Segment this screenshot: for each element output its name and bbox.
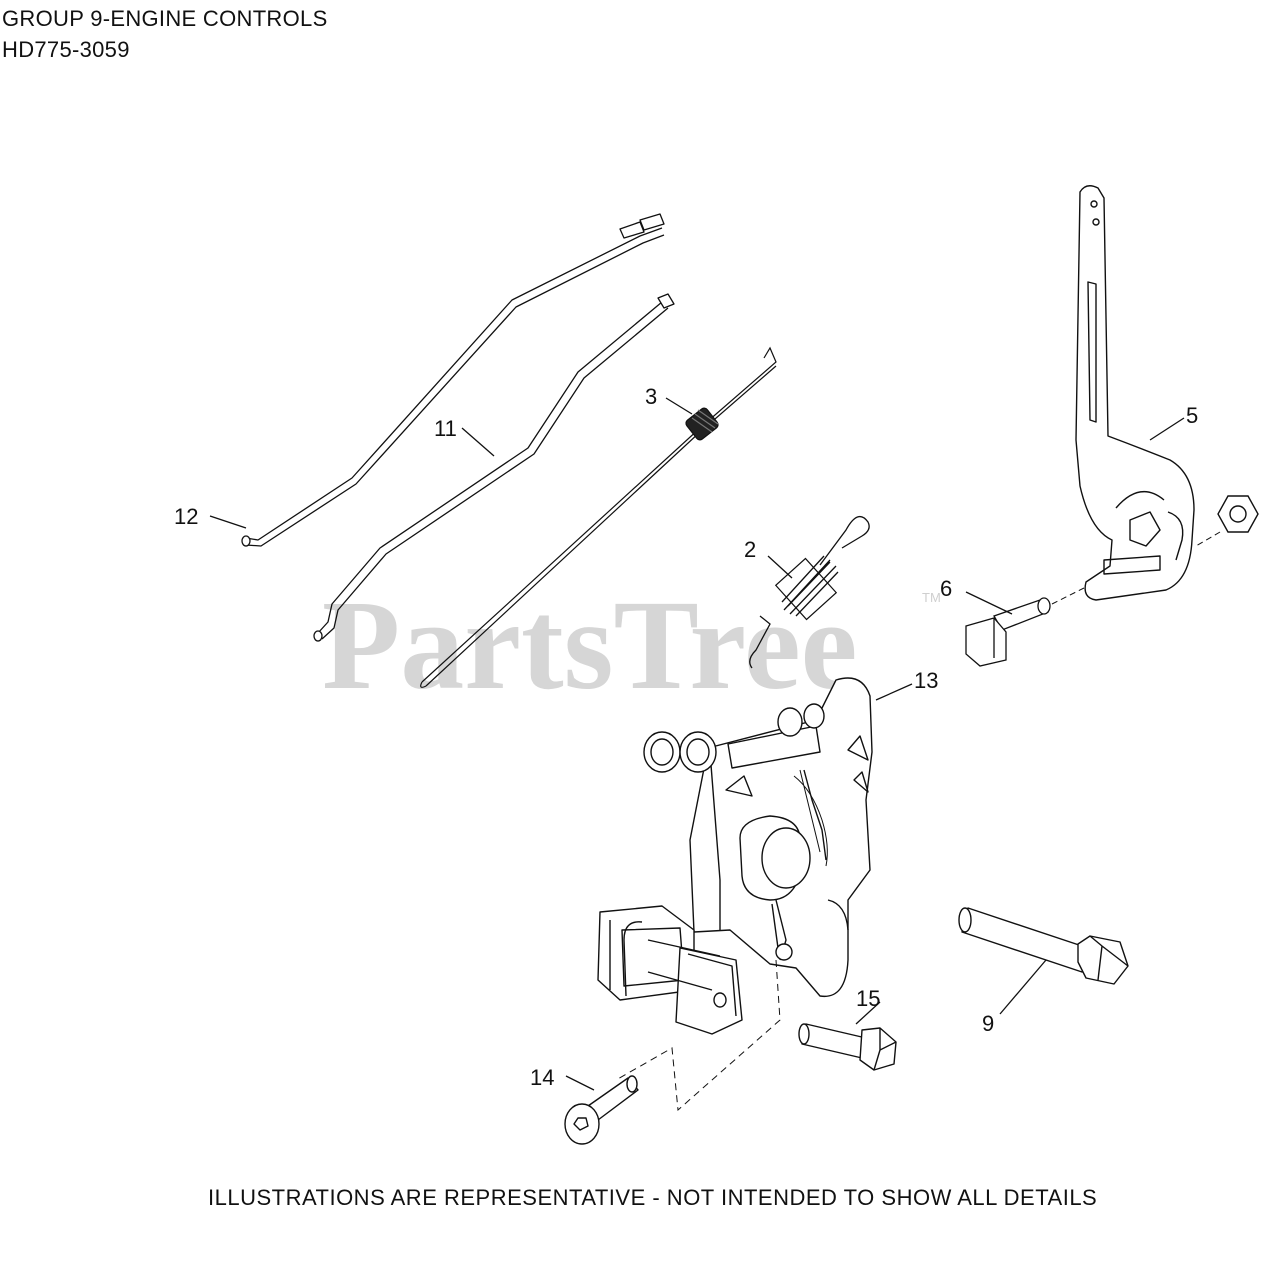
model-number: HD775-3059 bbox=[2, 37, 130, 62]
leader-lines bbox=[209, 397, 1185, 1091]
alignment-line bbox=[615, 959, 781, 1112]
callout-3: 3 bbox=[645, 384, 657, 409]
callout-12: 12 bbox=[174, 504, 198, 529]
callout-13: 13 bbox=[914, 668, 938, 693]
callout-11: 11 bbox=[434, 416, 457, 441]
part-3-cable-spring bbox=[420, 346, 777, 688]
part-2-spring bbox=[749, 515, 870, 669]
part-5-throttle-lever bbox=[1075, 185, 1195, 601]
part-14-bolt bbox=[564, 1075, 639, 1145]
part-12-rod bbox=[241, 213, 665, 547]
callout-6: 6 bbox=[940, 576, 952, 601]
trademark-mark: TM bbox=[922, 590, 941, 605]
diagram-group-title: GROUP 9-ENGINE CONTROLS bbox=[2, 6, 328, 31]
part-9-bolt bbox=[958, 907, 1129, 985]
hex-nut bbox=[1217, 495, 1259, 533]
alignment-line bbox=[1051, 587, 1085, 605]
callout-5: 5 bbox=[1186, 403, 1198, 428]
callout-9: 9 bbox=[982, 1011, 994, 1036]
part-15-bolt bbox=[798, 1023, 897, 1071]
callout-2: 2 bbox=[744, 537, 756, 562]
alignment-line bbox=[1195, 531, 1221, 547]
part-11-rod bbox=[313, 293, 675, 642]
partstree-watermark: PartsTree bbox=[322, 574, 857, 716]
illustration-disclaimer: ILLUSTRATIONS ARE REPRESENTATIVE - NOT I… bbox=[208, 1185, 1098, 1210]
callout-15: 15 bbox=[856, 986, 880, 1011]
callout-14: 14 bbox=[530, 1065, 554, 1090]
part-6-pin bbox=[965, 597, 1051, 667]
part-13-control-bracket bbox=[597, 677, 873, 1035]
